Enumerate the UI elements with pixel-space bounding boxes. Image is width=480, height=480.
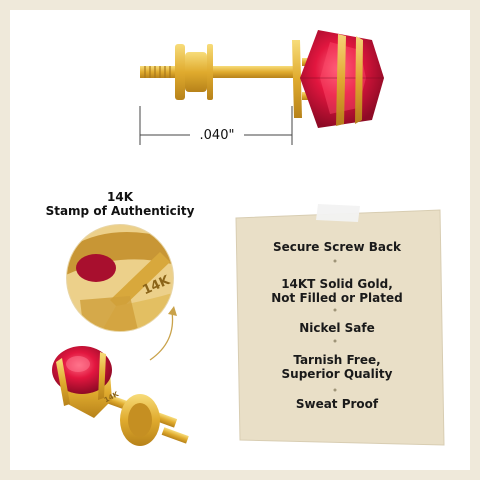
screw-back-disc [175, 44, 185, 100]
feature-nickel-safe: Nickel Safe [299, 321, 375, 335]
post-shaft [140, 66, 300, 78]
front-view-earring [52, 346, 189, 446]
feature-sweat-proof: Sweat Proof [295, 397, 379, 411]
feature-tarnish-free: Tarnish Free, Superior Quality [281, 353, 393, 381]
stamp-caption-title: 14K [107, 190, 133, 204]
tape [316, 204, 360, 222]
measurement-label: .040" [199, 128, 235, 143]
feature-note [235, 204, 445, 446]
measurement-guide [139, 106, 293, 145]
feature-14kt-solid-gold: 14KT Solid Gold, Not Filled or Plated [271, 277, 403, 305]
stamp-caption-subtitle: Stamp of Authenticity [45, 204, 195, 218]
prong [292, 40, 302, 118]
screw-back-body [185, 52, 207, 92]
magnifier [66, 224, 174, 332]
post-threads [144, 66, 171, 78]
side-view-earring [140, 30, 384, 128]
note-dividers [333, 259, 337, 392]
magnified-gem [76, 254, 116, 282]
arrow-connector [149, 311, 174, 361]
feature-secure-screw-back: Secure Screw Back [272, 240, 402, 254]
